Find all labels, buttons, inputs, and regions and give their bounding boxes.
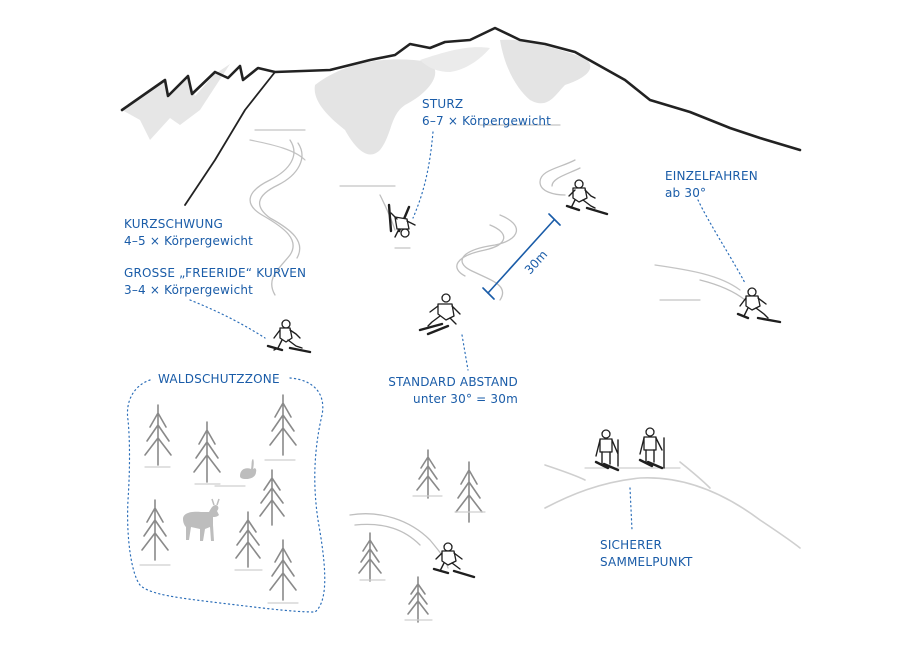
- mountain-ridge: [120, 26, 802, 206]
- ski-tracks: [249, 139, 746, 569]
- waldschutzzone: [126, 377, 326, 613]
- hare-icon: [240, 459, 257, 479]
- upper-track: [539, 159, 576, 196]
- tree-icon: [407, 576, 429, 623]
- wald-title: WALDSCHUTZZONE: [158, 372, 280, 386]
- kurzschwung-track: [249, 139, 295, 296]
- ridge-line: [120, 26, 802, 152]
- grosse-title: GROSSE „FREERIDE“ KURVEN: [124, 266, 306, 280]
- ridge-spur: [184, 71, 276, 206]
- einzel-title: EINZELFAHREN: [665, 169, 758, 183]
- tree-icon: [144, 404, 172, 466]
- skier-icon: [266, 319, 312, 354]
- deer-icon: [183, 498, 220, 541]
- distance-line: [487, 219, 555, 294]
- lower-track: [349, 513, 449, 569]
- lower-trees: [358, 449, 486, 623]
- skiers: [266, 179, 782, 579]
- sammel-leader: [629, 487, 633, 531]
- skier-icon: [565, 179, 609, 216]
- sammelpunkt-ground: [544, 461, 801, 549]
- skier-icon: [594, 429, 620, 472]
- kurz-title: KURZSCHWUNG: [124, 217, 223, 231]
- kurz-subtitle: 4–5 × Körpergewicht: [124, 234, 253, 248]
- tree-icon: [259, 469, 285, 526]
- standard-subtitle: unter 30° = 30m: [413, 392, 518, 406]
- sturz-leader: [412, 131, 434, 219]
- skier-icon: [432, 542, 476, 579]
- einzel-subtitle: ab 30°: [665, 186, 706, 200]
- terrain-lines: [249, 124, 741, 301]
- grosse-subtitle: 3–4 × Körpergewicht: [124, 283, 253, 297]
- tree-icon: [141, 499, 169, 561]
- tree-icon: [235, 511, 261, 568]
- skier-icon: [736, 287, 782, 324]
- tree-icon: [193, 421, 221, 483]
- sturz-title: STURZ: [422, 97, 463, 111]
- einzel-track: [699, 279, 746, 301]
- annotations: STURZ 6–7 × Körpergewicht EINZELFAHREN a…: [124, 97, 758, 569]
- fall-track: [379, 194, 396, 231]
- leader-lines: [189, 131, 746, 531]
- fallen-skier-icon: [387, 203, 416, 238]
- tree-icon: [455, 461, 483, 523]
- tree-icon: [416, 449, 440, 499]
- standard-leader: [461, 334, 469, 371]
- waldschutz-boundary: [126, 377, 326, 613]
- mountain-shadow-mid: [420, 47, 490, 72]
- sammel-line2: SAMMELPUNKT: [600, 555, 693, 569]
- tree-icon: [269, 539, 297, 601]
- grosse-leader: [189, 299, 266, 339]
- mountain-shadow-main: [314, 59, 436, 155]
- mountain-shadow-right: [500, 39, 591, 104]
- peak-shadow-left: [122, 64, 230, 140]
- standard-title: STANDARD ABSTAND: [388, 375, 518, 389]
- einzel-leader: [697, 199, 746, 284]
- skier-icon: [418, 293, 461, 336]
- mountain-shadows: [122, 39, 591, 155]
- freeride-track: [461, 214, 518, 301]
- skier-icon: [638, 427, 665, 470]
- tree-icon: [358, 532, 382, 582]
- tree-icon: [269, 394, 297, 456]
- sturz-subtitle: 6–7 × Körpergewicht: [422, 114, 551, 128]
- sammel-line1: SICHERER: [600, 538, 662, 552]
